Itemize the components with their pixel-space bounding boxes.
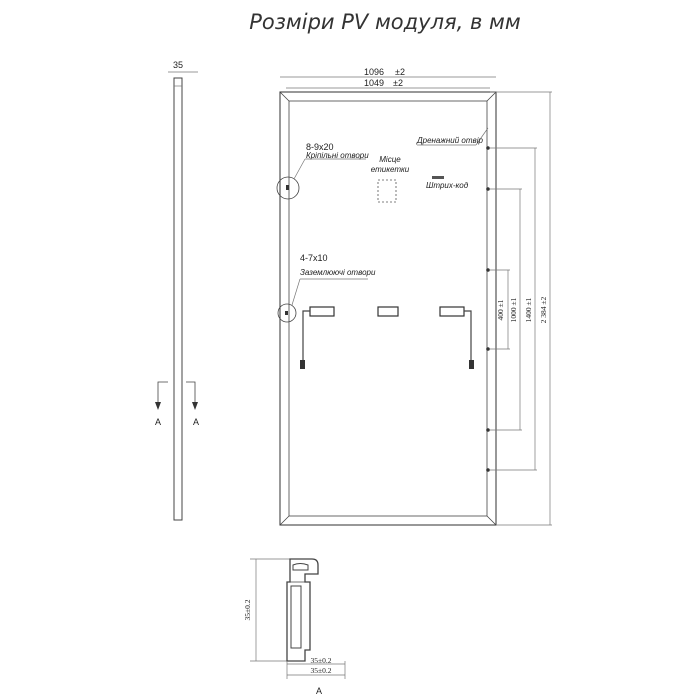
section-arrow-left xyxy=(157,381,168,408)
ground-holes-size: 4-7x10 xyxy=(300,253,328,263)
profile-inner-cavity xyxy=(290,585,302,649)
hole-marker xyxy=(486,347,490,351)
profile-outline xyxy=(286,558,319,662)
cable-right xyxy=(464,310,472,368)
label-place-line1: Місце xyxy=(379,155,401,164)
inner-width-value: 1049 xyxy=(364,78,384,88)
profile-width-inner-label: 35±0.2 xyxy=(311,656,332,665)
side-view: 35 A A xyxy=(155,60,199,521)
connector-right xyxy=(439,306,465,317)
section-label-right: A xyxy=(193,417,199,427)
frame-profile: 35±0.2 35±0.2 35±0.2 A xyxy=(243,558,346,696)
frame-corner-bl xyxy=(279,515,290,526)
ground-hole-marker xyxy=(285,311,288,315)
section-label-left: A xyxy=(155,417,161,427)
hole-marker xyxy=(486,187,490,191)
page-title: Розміри PV модуля, в мм xyxy=(249,10,521,34)
mount-hole-callout-circle xyxy=(276,176,300,200)
cable-left xyxy=(302,310,310,368)
frame-corner-tl xyxy=(279,91,290,102)
drain-hole-leader xyxy=(475,127,489,146)
cable-plug-left xyxy=(300,360,305,369)
section-arrowhead-right xyxy=(192,402,198,410)
junction-box-center xyxy=(377,306,399,317)
profile-width-outer-label: 35±0.2 xyxy=(311,666,332,675)
profile-height-label: 35±0.2 xyxy=(243,599,252,620)
label-place-box xyxy=(377,179,397,203)
label-place-line2: етикетки xyxy=(371,165,410,174)
dim-1400-label: 1400 ±1 xyxy=(524,297,533,322)
hole-marker xyxy=(486,468,490,472)
section-arrowhead-left xyxy=(155,402,161,410)
mount-hole-leader xyxy=(293,158,306,180)
side-thickness-label: 35 xyxy=(173,60,183,70)
frame-corner-tr xyxy=(486,91,497,102)
mount-hole-marker xyxy=(286,185,289,190)
ground-hole-leader xyxy=(291,278,301,306)
ground-holes-label: Заземлюючі отвори xyxy=(300,268,376,277)
side-frame xyxy=(173,77,183,521)
cable-plug-right xyxy=(469,360,474,369)
mount-holes-size: 8-9x20 xyxy=(306,142,334,152)
outer-width-tol: ±2 xyxy=(395,67,405,77)
frame-corner-br xyxy=(486,515,497,526)
drain-hole-label: Дренажний отвір xyxy=(416,136,483,145)
mount-holes-label: Кріпільні отвори xyxy=(306,151,369,160)
module-outer-frame xyxy=(279,91,497,526)
profile-section-label: A xyxy=(316,686,322,696)
barcode-marker xyxy=(432,176,444,179)
connector-left xyxy=(309,306,335,317)
module-inner-frame xyxy=(288,100,488,517)
hole-marker xyxy=(486,428,490,432)
dim-400-label: 400 ±1 xyxy=(496,299,505,320)
hole-marker xyxy=(486,146,490,150)
section-arrow-right xyxy=(186,381,196,408)
barcode-label: Штрих-код xyxy=(426,181,469,190)
profile-glass-slot xyxy=(292,563,309,571)
front-view: 1096 ±2 1049 ±2 8-9x20 Кріпільні отвори … xyxy=(276,67,552,526)
outer-width-value: 1096 xyxy=(364,67,384,77)
hole-marker xyxy=(486,268,490,272)
ground-hole-callout-circle xyxy=(277,303,297,323)
inner-width-tol: ±2 xyxy=(393,78,403,88)
dim-2384-label: 2 384 ±2 xyxy=(539,296,548,323)
dim-1000-label: 1000 ±1 xyxy=(509,297,518,322)
